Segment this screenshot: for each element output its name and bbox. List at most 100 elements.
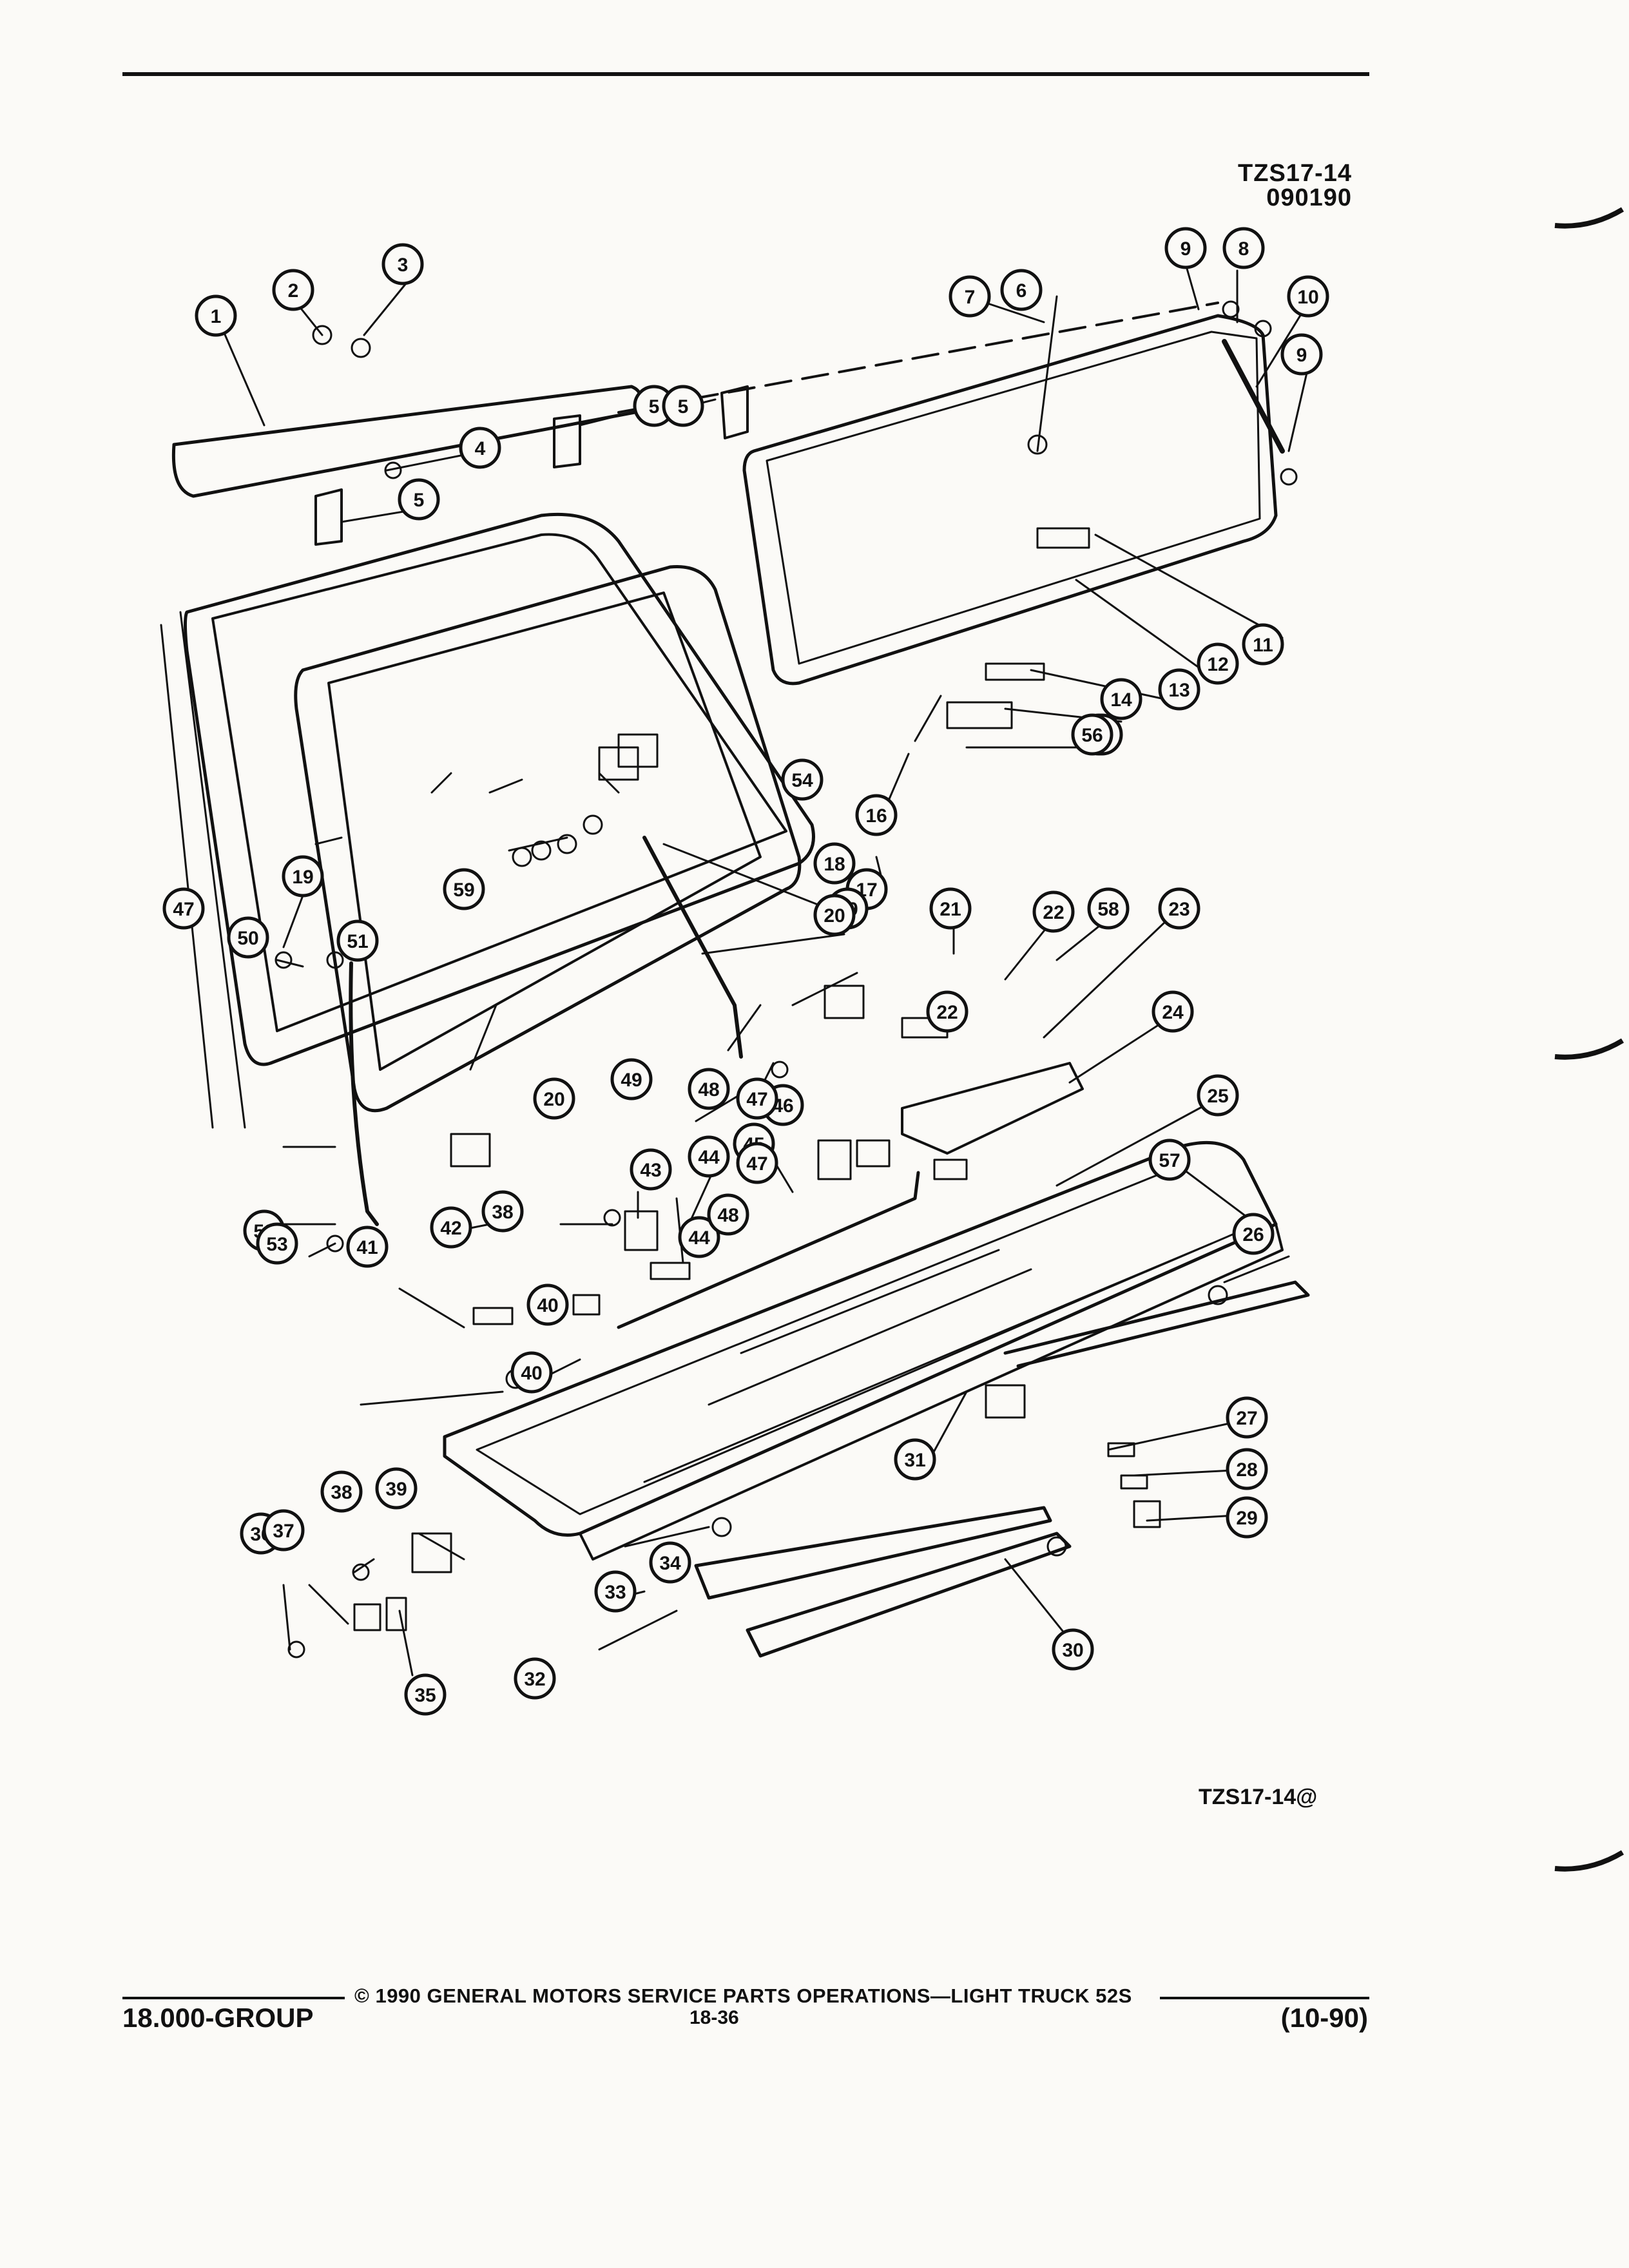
- callout-44: 44: [678, 1216, 720, 1258]
- liftgate-frame: [184, 512, 815, 1066]
- callout-label: 27: [1236, 1408, 1257, 1429]
- callout-23: 23: [1158, 887, 1200, 930]
- callout-54: 54: [781, 758, 824, 801]
- roof-spoiler: [171, 385, 642, 498]
- hinge-right: [720, 385, 749, 439]
- callout-41: 41: [346, 1225, 389, 1268]
- callout-9: 9: [1164, 227, 1207, 269]
- callout-38: 38: [481, 1190, 524, 1233]
- callout-label: 10: [1297, 287, 1318, 308]
- callout-label: 41: [356, 1237, 378, 1258]
- liftgate-panel: [294, 564, 802, 1113]
- callout-3: 3: [381, 243, 424, 285]
- callout-label: 28: [1236, 1459, 1257, 1481]
- callout-label: 44: [688, 1227, 710, 1249]
- callout-39: 39: [375, 1467, 418, 1510]
- callout-43: 43: [630, 1148, 672, 1191]
- callout-label: 19: [292, 867, 313, 888]
- callout-5: 5: [662, 385, 704, 427]
- top-rule: [122, 72, 1369, 76]
- callout-label: 13: [1168, 680, 1190, 701]
- callout-44: 44: [688, 1135, 730, 1178]
- callout-label: 24: [1162, 1002, 1184, 1023]
- callout-label: 31: [904, 1450, 925, 1471]
- callout-29: 29: [1226, 1496, 1268, 1539]
- callout-1: 1: [195, 294, 237, 337]
- callout-label: 48: [698, 1079, 719, 1100]
- callout-balloons: 1234555678991011121314151617181919202021…: [162, 227, 1329, 1716]
- callout-7: 7: [949, 275, 991, 318]
- callout-label: 40: [537, 1295, 558, 1316]
- callout-label: 5: [414, 490, 425, 511]
- callout-label: 53: [266, 1234, 287, 1255]
- footer-rule-right: [1160, 1997, 1369, 1999]
- callout-label: 59: [453, 879, 474, 901]
- callout-57: 57: [1148, 1139, 1191, 1181]
- callout-label: 35: [414, 1685, 436, 1706]
- callout-27: 27: [1226, 1396, 1268, 1439]
- callout-label: 34: [659, 1553, 681, 1574]
- tailgate-inner-panel: [443, 1140, 1278, 1537]
- callout-label: 47: [173, 899, 194, 920]
- callout-label: 8: [1239, 238, 1249, 260]
- lower-rail: [694, 1506, 1052, 1600]
- callout-label: 2: [288, 280, 299, 302]
- callout-label: 3: [398, 255, 409, 276]
- callout-56: 56: [1071, 713, 1113, 756]
- binder-mark: [1554, 207, 1624, 229]
- callout-label: 37: [273, 1521, 294, 1542]
- binder-mark: [1554, 1850, 1624, 1872]
- callout-28: 28: [1226, 1448, 1268, 1490]
- binder-mark: [1554, 1038, 1624, 1060]
- callout-label: 5: [649, 396, 660, 418]
- callout-label: 16: [865, 805, 887, 827]
- callout-40: 40: [510, 1351, 553, 1394]
- callout-30: 30: [1052, 1628, 1094, 1671]
- callout-25: 25: [1197, 1074, 1239, 1117]
- callout-2: 2: [272, 269, 314, 311]
- callout-label: 21: [940, 899, 961, 920]
- revision-date: (10-90): [1280, 2003, 1368, 2033]
- callout-label: 26: [1242, 1224, 1264, 1245]
- copyright-notice: © 1990 GENERAL MOTORS SERVICE PARTS OPER…: [354, 1984, 1132, 2007]
- callout-4: 4: [459, 427, 501, 469]
- rear-window-glass: [742, 314, 1278, 686]
- callout-22: 22: [926, 990, 969, 1033]
- callout-label: 25: [1207, 1086, 1228, 1107]
- drawing-code: TZS17-14: [1238, 160, 1352, 187]
- callout-42: 42: [430, 1206, 472, 1249]
- callout-48: 48: [688, 1068, 730, 1110]
- drawing-date: 090190: [1266, 184, 1352, 211]
- callout-label: 49: [621, 1070, 642, 1091]
- callout-label: 12: [1207, 654, 1228, 675]
- callout-8: 8: [1222, 227, 1265, 269]
- callout-48: 48: [707, 1193, 749, 1236]
- callout-34: 34: [649, 1541, 691, 1584]
- callout-50: 50: [227, 916, 269, 959]
- callout-label: 14: [1110, 689, 1132, 711]
- callout-label: 20: [824, 905, 845, 927]
- callout-38: 38: [320, 1470, 363, 1513]
- callout-label: 32: [524, 1669, 545, 1690]
- callout-label: 7: [965, 287, 976, 308]
- callout-label: 1: [211, 306, 222, 327]
- callout-51: 51: [336, 919, 379, 962]
- callout-label: 51: [347, 931, 368, 952]
- callout-label: 47: [746, 1153, 767, 1175]
- callout-20: 20: [813, 894, 856, 936]
- callout-label: 23: [1168, 899, 1190, 920]
- latch-assembly: [901, 1062, 1084, 1155]
- callout-47: 47: [736, 1142, 778, 1184]
- callout-label: 47: [746, 1089, 767, 1110]
- hinge-left: [314, 488, 343, 546]
- support-cable-right: [642, 836, 743, 1059]
- callout-59: 59: [443, 868, 485, 910]
- callout-26: 26: [1232, 1213, 1275, 1255]
- callout-18: 18: [813, 842, 856, 885]
- callout-label: 50: [237, 928, 258, 949]
- callout-20: 20: [533, 1077, 575, 1120]
- callout-5: 5: [398, 478, 440, 521]
- callout-49: 49: [610, 1058, 653, 1100]
- callout-label: 40: [521, 1363, 542, 1384]
